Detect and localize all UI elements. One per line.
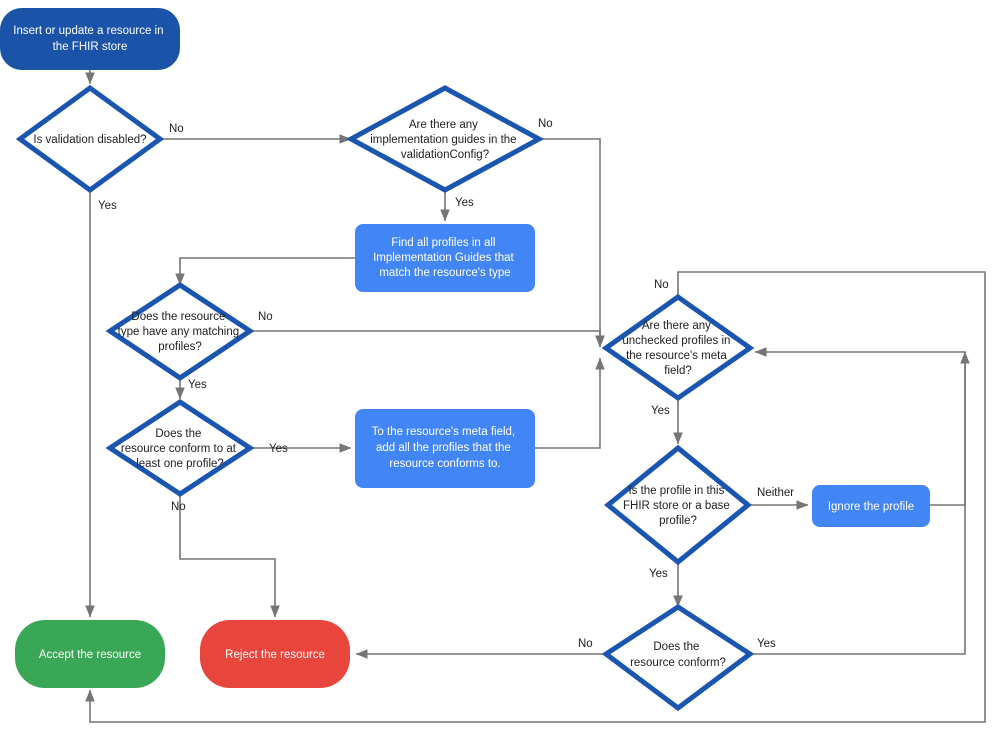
add-profiles-meta-shape bbox=[355, 409, 535, 488]
node-profile-in-store[interactable]: Is the profile in this FHIR store or a b… bbox=[604, 444, 752, 566]
conform-one-profile-shape bbox=[105, 399, 255, 497]
implementation-guides-label: Are there any implementation guides in t… bbox=[370, 119, 520, 161]
edge-labels: No Yes No Yes No Yes Yes No No Yes Neith… bbox=[98, 118, 794, 650]
profile-in-store-label: Is the profile in this FHIR store or a b… bbox=[623, 485, 733, 527]
matching-profiles-label: Does the resource type have any matching… bbox=[118, 311, 243, 353]
resource-conform-label: Does the resource conform? bbox=[630, 641, 726, 669]
edge-addprofiles-to-unchecked bbox=[535, 357, 605, 449]
connectors bbox=[85, 70, 986, 723]
edge-conform-yes bbox=[750, 351, 970, 655]
validation-disabled-shape bbox=[15, 84, 165, 194]
edge-ignore-loopback bbox=[754, 347, 966, 506]
edge-label-profile-yes: Yes bbox=[649, 568, 668, 580]
edge-label-unchecked-yes: Yes bbox=[651, 405, 670, 417]
edge-findprofiles-to-matching bbox=[175, 257, 355, 286]
node-matching-profiles[interactable]: Does the resource type have any matching… bbox=[105, 282, 255, 382]
start-shape bbox=[0, 8, 180, 70]
edge-label-matching-yes: Yes bbox=[188, 379, 207, 391]
edge-matching-no bbox=[250, 330, 605, 348]
node-unchecked-profiles[interactable]: Are there any unchecked profiles in the … bbox=[601, 293, 755, 402]
matching-profiles-shape bbox=[105, 282, 255, 382]
find-profiles-shape bbox=[355, 224, 535, 292]
edge-label-guides-yes: Yes bbox=[455, 197, 474, 209]
edge-label-conformone-no: No bbox=[171, 501, 186, 513]
node-find-profiles[interactable]: Find all profiles in all Implementation … bbox=[355, 224, 535, 292]
edge-label-profile-neither: Neither bbox=[757, 487, 794, 499]
edge-label-conform-yes: Yes bbox=[757, 638, 776, 650]
implementation-guides-shape bbox=[345, 85, 545, 193]
node-implementation-guides[interactable]: Are there any implementation guides in t… bbox=[345, 85, 545, 193]
unchecked-profiles-label: Are there any unchecked profiles in the … bbox=[622, 320, 733, 377]
accept-shape bbox=[15, 620, 165, 688]
accept-label: Accept the resource bbox=[39, 649, 141, 661]
validation-disabled-label: Is validation disabled? bbox=[33, 134, 146, 146]
resource-conform-shape bbox=[601, 604, 755, 712]
edge-label-validation-yes: Yes bbox=[98, 200, 117, 212]
node-validation-disabled[interactable]: Is validation disabled? bbox=[15, 84, 165, 194]
edge-label-conform-no: No bbox=[578, 638, 593, 650]
profile-in-store-shape bbox=[604, 444, 752, 566]
node-reject[interactable]: Reject the resource bbox=[200, 620, 350, 688]
edge-label-guides-no: No bbox=[538, 118, 553, 130]
edge-label-matching-no: No bbox=[258, 311, 273, 323]
edge-label-unchecked-no: No bbox=[654, 279, 669, 291]
add-profiles-meta-label: To the resource's meta field, add all th… bbox=[372, 426, 519, 470]
edge-label-conformone-yes: Yes bbox=[269, 443, 288, 455]
reject-label: Reject the resource bbox=[225, 649, 325, 661]
node-ignore-profile[interactable]: Ignore the profile bbox=[812, 485, 930, 527]
conform-one-profile-label: Does the resource conform to at least on… bbox=[121, 428, 239, 470]
start-label: Insert or update a resource in the FHIR … bbox=[13, 25, 166, 53]
ignore-profile-shape bbox=[812, 485, 930, 527]
edge-label-validation-no: No bbox=[169, 123, 184, 135]
edge-unchecked-no bbox=[85, 271, 986, 723]
reject-shape bbox=[200, 620, 350, 688]
node-accept[interactable]: Accept the resource bbox=[15, 620, 165, 688]
edge-conformone-no bbox=[179, 494, 280, 618]
unchecked-profiles-shape bbox=[601, 293, 755, 402]
node-add-profiles-meta[interactable]: To the resource's meta field, add all th… bbox=[355, 409, 535, 488]
node-resource-conform[interactable]: Does the resource conform? bbox=[601, 604, 755, 712]
node-conform-one-profile[interactable]: Does the resource conform to at least on… bbox=[105, 399, 255, 497]
node-start[interactable]: Insert or update a resource in the FHIR … bbox=[0, 8, 180, 70]
ignore-profile-label: Ignore the profile bbox=[828, 501, 914, 513]
edge-guides-no bbox=[539, 138, 605, 348]
find-profiles-label: Find all profiles in all Implementation … bbox=[373, 237, 517, 279]
